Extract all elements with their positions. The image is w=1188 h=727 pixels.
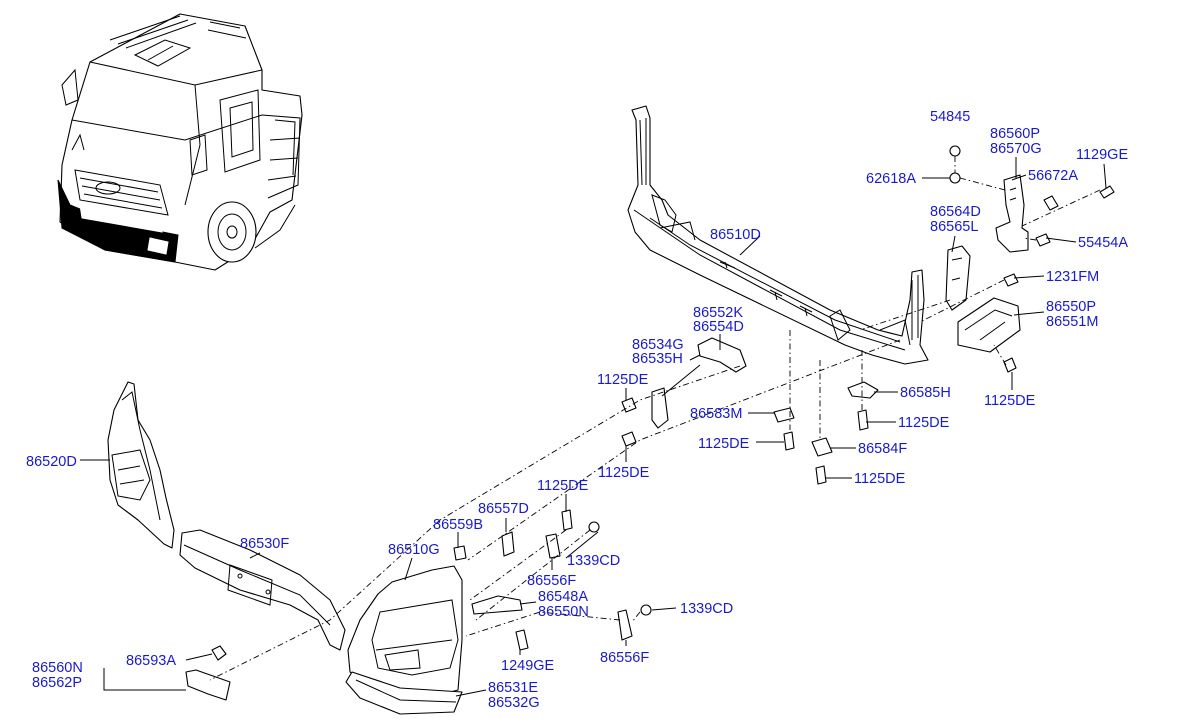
bracket-86556F-a xyxy=(545,533,561,559)
bolt-1125DE-d xyxy=(783,431,795,451)
bolt-1125DE-e xyxy=(815,465,827,485)
washer-62618A xyxy=(949,172,961,184)
bolt-1125DE-r xyxy=(1003,357,1017,373)
clip-86593A xyxy=(211,645,227,661)
bracket-86584F xyxy=(811,437,833,457)
label-86556F-b: 86556F xyxy=(600,650,649,666)
bolt-1129GE xyxy=(1099,185,1115,199)
bolt-1125DE-b xyxy=(857,409,869,431)
label-86510G: 86510G xyxy=(388,542,440,558)
nut-54845 xyxy=(949,145,961,157)
bolt-1231FM xyxy=(1003,273,1019,287)
leader-lines xyxy=(80,157,1107,697)
bracket-86552K xyxy=(697,337,747,373)
label-86564D: 86564D xyxy=(930,204,981,220)
label-86550N: 86550N xyxy=(538,604,589,620)
assembly-lines xyxy=(209,156,1101,681)
label-86562P: 86562P xyxy=(32,675,82,691)
label-56672A: 56672A xyxy=(1028,168,1078,184)
bracket-86557D xyxy=(501,531,515,557)
label-86531E: 86531E xyxy=(488,680,538,696)
label-86510D: 86510D xyxy=(710,227,761,243)
module-86550P xyxy=(957,297,1021,353)
label-1125DE-f: 1125DE xyxy=(984,393,1036,409)
label-86548A: 86548A xyxy=(538,589,588,605)
strip-86531E xyxy=(345,671,463,715)
label-86584F: 86584F xyxy=(858,441,907,457)
label-1125DE-g: 1125DE xyxy=(537,478,589,494)
label-86583M: 86583M xyxy=(690,406,742,422)
trim-86560N xyxy=(185,669,231,701)
label-86570G: 86570G xyxy=(990,141,1042,157)
label-1231FM: 1231FM xyxy=(1046,269,1099,285)
bolt-1249GE xyxy=(515,629,529,651)
label-86560P: 86560P xyxy=(990,126,1040,142)
nut-1339CD-b xyxy=(640,604,652,616)
truck-illustration xyxy=(57,13,303,271)
label-1125DE-d: 1125DE xyxy=(598,465,650,481)
label-86585H: 86585H xyxy=(900,385,951,401)
label-86552K: 86552K xyxy=(693,305,743,321)
label-1249GE: 1249GE xyxy=(501,658,555,674)
cross-member-86510D xyxy=(627,105,929,365)
nut-1339CD-a xyxy=(588,521,600,533)
label-86535H: 86535H xyxy=(632,351,683,367)
label-86559B: 86559B xyxy=(433,517,483,533)
label-1339CD-b: 1339CD xyxy=(680,601,733,617)
label-1125DE-c: 1125DE xyxy=(698,436,750,452)
bracket-86583M xyxy=(773,407,795,423)
label-86551M: 86551M xyxy=(1046,314,1098,330)
label-1129GE: 1129GE xyxy=(1076,147,1128,163)
bumper-side-86520D xyxy=(107,381,175,549)
label-86534G: 86534G xyxy=(632,337,684,353)
bracket-86556F-b xyxy=(617,609,633,641)
corner-panel-86510G xyxy=(347,565,463,701)
part-labels: 54845 86560P 86570G 1129GE 62618A 56672A… xyxy=(26,109,1128,711)
bracket-86534G xyxy=(651,387,669,429)
bracket-86560P xyxy=(995,174,1029,253)
label-86520D: 86520D xyxy=(26,454,77,470)
bolt-55454A xyxy=(1035,233,1051,247)
label-86556F-a: 86556F xyxy=(527,573,576,589)
label-1125DE-a: 1125DE xyxy=(597,372,649,388)
label-1339CD-a: 1339CD xyxy=(567,553,620,569)
bolt-1125DE-c xyxy=(621,431,637,447)
label-54845: 54845 xyxy=(930,109,970,125)
label-86554D: 86554D xyxy=(693,319,744,335)
bracket-86585H xyxy=(847,381,879,399)
label-1125DE-b: 1125DE xyxy=(898,415,950,431)
bracket-86548A xyxy=(471,595,523,615)
label-86530F: 86530F xyxy=(240,536,289,552)
label-86560N: 86560N xyxy=(32,660,83,676)
bolt-1125DE-g xyxy=(561,509,573,531)
label-62618A: 62618A xyxy=(866,171,916,187)
label-86565L: 86565L xyxy=(930,219,978,235)
label-86532G: 86532G xyxy=(488,695,540,711)
bolt-56672A xyxy=(1043,195,1059,211)
label-86557D: 86557D xyxy=(478,501,529,517)
label-86550P: 86550P xyxy=(1046,299,1096,315)
clip-86559B xyxy=(453,545,467,561)
label-86593A: 86593A xyxy=(126,653,176,669)
label-1125DE-e: 1125DE xyxy=(854,471,906,487)
label-55454A: 55454A xyxy=(1078,235,1128,251)
